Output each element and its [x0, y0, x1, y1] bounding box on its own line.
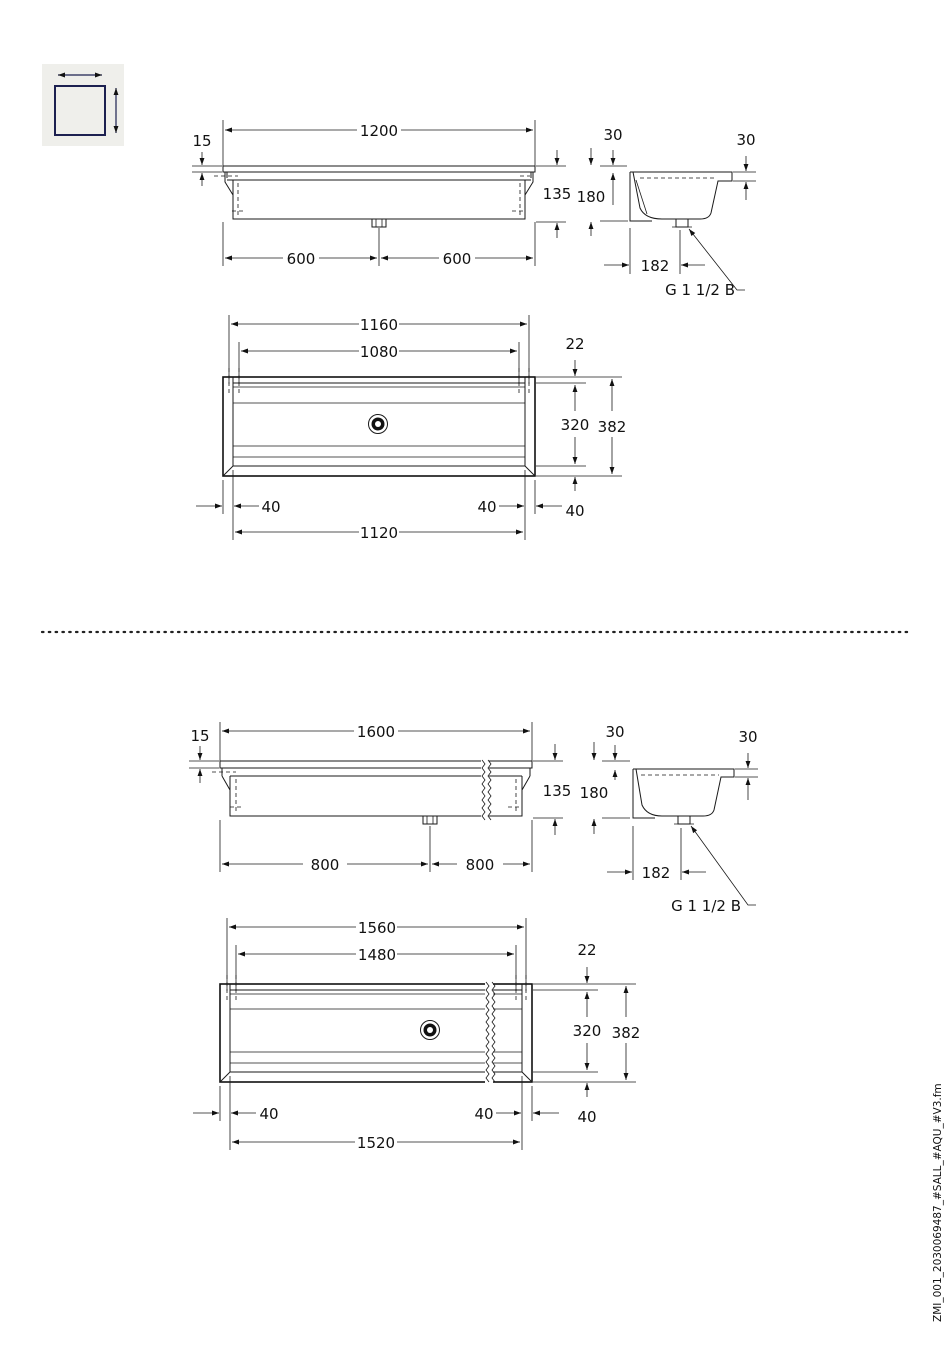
- bottom-plan-left: 40: [259, 1105, 278, 1123]
- top-plan-depth: 320: [561, 416, 590, 434]
- bottom-plan-total: 382: [612, 1024, 641, 1042]
- bottom-rim-height: 15: [190, 727, 209, 745]
- bottom-side-rim-left: 30: [605, 723, 624, 741]
- top-side-view: 30 180 30 182 G 1 1/2 B: [577, 126, 756, 299]
- top-depth: 135: [543, 185, 572, 203]
- top-right-half: 600: [443, 250, 472, 268]
- top-front-view: 1200 15 135 60: [192, 120, 571, 268]
- top-thread-label: G 1 1/2 B: [665, 281, 735, 299]
- bottom-plan-inner: 1480: [358, 946, 396, 964]
- bottom-plan-right: 40: [474, 1105, 493, 1123]
- top-plan-inner: 1080: [360, 343, 398, 361]
- top-plan-outer: 1160: [360, 316, 398, 334]
- bottom-overall-width: 1600: [357, 723, 395, 741]
- bottom-side-view: 30 180 30 182 G 1 1/2 B: [580, 723, 758, 915]
- top-side-rim-left: 30: [603, 126, 622, 144]
- top-plan-view: 1160 1080 22 320: [196, 315, 626, 542]
- top-plan-edge: 22: [565, 335, 584, 353]
- bottom-side-offset: 182: [642, 864, 671, 882]
- top-plan-left: 40: [261, 498, 280, 516]
- bottom-side-rim-right: 30: [738, 728, 757, 746]
- top-left-half: 600: [287, 250, 316, 268]
- bottom-plan-depth: 320: [573, 1022, 602, 1040]
- top-plan-bottom: 40: [565, 502, 584, 520]
- bottom-thread-label: G 1 1/2 B: [671, 897, 741, 915]
- bottom-left-half: 800: [311, 856, 340, 874]
- top-plan-width: 1120: [360, 524, 398, 542]
- bottom-plan-edge: 22: [577, 941, 596, 959]
- bottom-plan-view: 1560 1480 22: [193, 918, 640, 1152]
- top-plan-right: 40: [477, 498, 496, 516]
- dimensions-icon: [42, 64, 124, 146]
- bottom-side-height: 180: [580, 784, 609, 802]
- bottom-right-half: 800: [466, 856, 495, 874]
- bottom-plan-bottom: 40: [577, 1108, 596, 1126]
- bottom-plan-outer: 1560: [358, 919, 396, 937]
- bottom-plan-width: 1520: [357, 1134, 395, 1152]
- top-side-rim-right: 30: [736, 131, 755, 149]
- bottom-front-view: 1600 15 135: [189, 722, 571, 874]
- top-side-offset: 182: [641, 257, 670, 275]
- top-side-height: 180: [577, 188, 606, 206]
- top-plan-total: 382: [598, 418, 627, 436]
- top-overall-width: 1200: [360, 122, 398, 140]
- top-rim-height: 15: [192, 132, 211, 150]
- bottom-depth: 135: [543, 782, 572, 800]
- document-reference: ZMI_001_2030069487_#SALL_#AQU_#V3.fm: [932, 1083, 944, 1322]
